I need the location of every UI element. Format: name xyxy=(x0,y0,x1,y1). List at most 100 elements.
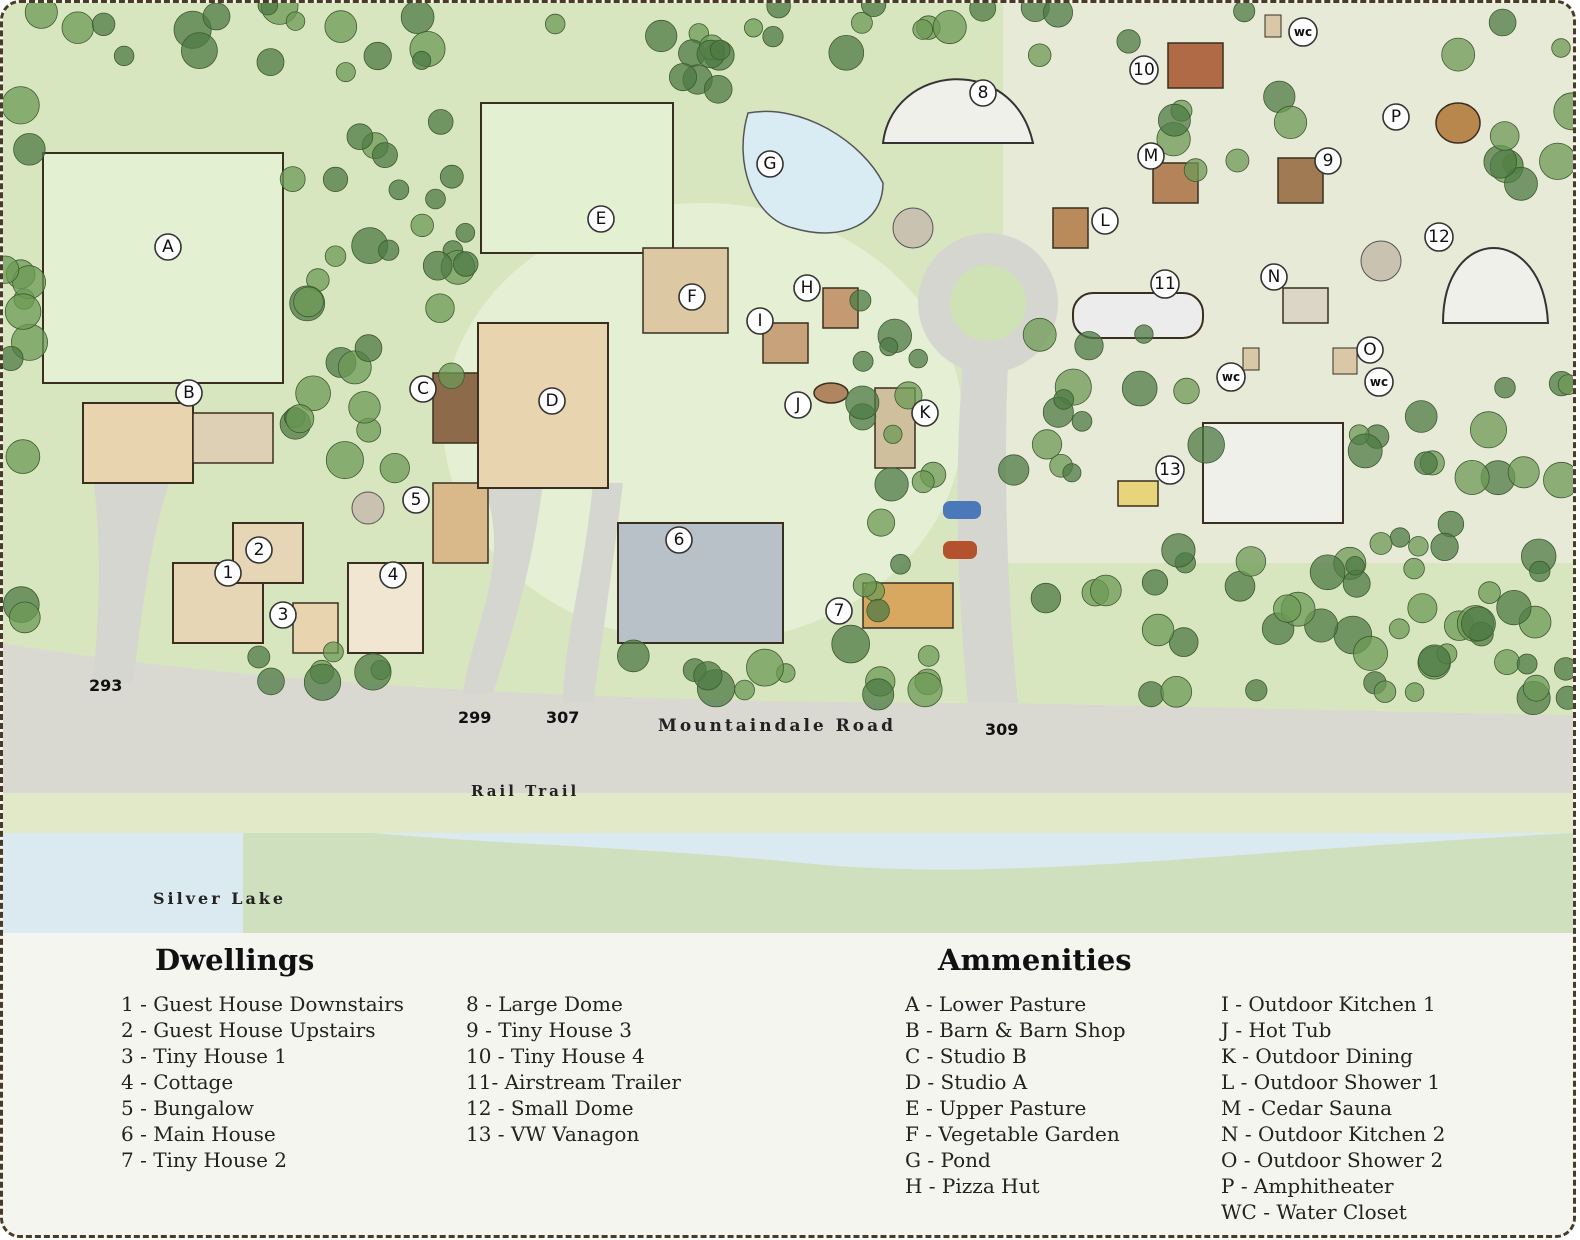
marker-h[interactable]: H xyxy=(793,274,821,302)
marker-8[interactable]: 8 xyxy=(969,79,997,107)
tree xyxy=(354,653,392,691)
marker-6[interactable]: 6 xyxy=(665,526,693,554)
marker-5[interactable]: 5 xyxy=(402,486,430,514)
tree xyxy=(1554,657,1573,681)
marker-12-label: 12 xyxy=(1428,227,1450,247)
marker-e-label: E xyxy=(596,209,607,229)
tree xyxy=(13,133,46,166)
marker-c[interactable]: C xyxy=(409,375,437,403)
tree xyxy=(295,375,331,412)
small-dome xyxy=(1441,247,1550,324)
tree xyxy=(998,454,1030,486)
marker-i-label: I xyxy=(757,311,762,331)
marker-10[interactable]: 10 xyxy=(1129,55,1159,85)
lake-marsh xyxy=(243,818,1573,933)
marker-k[interactable]: K xyxy=(911,399,939,427)
tree xyxy=(4,293,42,330)
tree xyxy=(866,598,890,623)
lower-pasture xyxy=(42,152,284,384)
marker-11[interactable]: 11 xyxy=(1150,269,1180,299)
tree xyxy=(1529,560,1551,583)
marker-i[interactable]: I xyxy=(746,307,774,335)
tree xyxy=(256,48,285,76)
marker-wc-west[interactable]: wc xyxy=(1216,362,1246,392)
marker-12[interactable]: 12 xyxy=(1424,222,1454,252)
marker-wc-north-label: wc xyxy=(1294,25,1312,39)
marker-d[interactable]: D xyxy=(538,387,566,415)
tree xyxy=(1309,554,1346,591)
tree xyxy=(202,3,231,31)
marker-p[interactable]: P xyxy=(1382,103,1410,131)
dwellings-heading: Dwellings xyxy=(155,943,315,977)
tree xyxy=(1347,433,1383,469)
outdoor-shower-2 xyxy=(1332,347,1358,375)
tree xyxy=(91,12,116,36)
blue-car xyxy=(943,501,981,519)
legend-item: N - Outdoor Kitchen 2 xyxy=(1221,1122,1446,1146)
marker-n[interactable]: N xyxy=(1260,263,1288,291)
tree xyxy=(851,11,873,34)
tree xyxy=(1121,370,1158,407)
large-shed xyxy=(1202,422,1344,524)
marker-2[interactable]: 2 xyxy=(245,536,273,564)
tree xyxy=(322,166,349,192)
marker-b[interactable]: B xyxy=(175,379,203,407)
tree xyxy=(907,672,943,708)
tree xyxy=(1494,377,1516,399)
marker-a[interactable]: A xyxy=(154,233,182,261)
marker-m[interactable]: M xyxy=(1137,142,1165,170)
marker-4[interactable]: 4 xyxy=(379,561,407,589)
tree xyxy=(1494,649,1520,675)
marker-wc-east-label: wc xyxy=(1370,375,1388,389)
tree xyxy=(1225,148,1250,173)
tree xyxy=(388,179,410,201)
tree xyxy=(645,19,678,53)
marker-o[interactable]: O xyxy=(1356,336,1384,364)
marker-l[interactable]: L xyxy=(1091,207,1119,235)
marker-3[interactable]: 3 xyxy=(269,601,297,629)
fire-pit-central xyxy=(892,207,934,249)
address-309: 309 xyxy=(985,720,1018,739)
tree xyxy=(1404,400,1438,433)
legend-item: 12 - Small Dome xyxy=(466,1096,634,1120)
tree xyxy=(303,663,342,701)
tree xyxy=(849,289,872,312)
marker-9[interactable]: 9 xyxy=(1314,147,1342,175)
tree xyxy=(257,667,285,696)
legend-item: J - Hot Tub xyxy=(1221,1018,1332,1042)
marker-j-label: J xyxy=(794,395,800,415)
rail-trail xyxy=(3,793,1573,833)
marker-wc-east[interactable]: wc xyxy=(1364,367,1394,397)
tree xyxy=(746,648,784,687)
marker-j[interactable]: J xyxy=(784,391,812,419)
tree xyxy=(354,334,383,362)
marker-wc-north[interactable]: wc xyxy=(1288,17,1318,47)
tree xyxy=(766,3,791,19)
marker-f[interactable]: F xyxy=(678,283,706,311)
legend-item: 7 - Tiny House 2 xyxy=(121,1148,288,1172)
mountaindale-road xyxy=(3,643,1573,793)
tree xyxy=(1173,377,1200,405)
tree xyxy=(335,62,356,83)
tree xyxy=(180,32,218,69)
marker-1[interactable]: 1 xyxy=(214,559,242,587)
marker-d-label: D xyxy=(545,391,558,411)
tree xyxy=(1483,145,1518,179)
marker-l-label: L xyxy=(1100,211,1110,231)
dwellings-list-2: 8 - Large Dome 9 - Tiny House 3 10 - Tin… xyxy=(466,991,681,1147)
tree xyxy=(894,381,923,410)
marker-1-label: 1 xyxy=(223,563,234,583)
legend-item: D - Studio A xyxy=(905,1070,1028,1094)
legend-item: 1 - Guest House Downstairs xyxy=(121,992,404,1016)
marker-e[interactable]: E xyxy=(587,205,615,233)
marker-7[interactable]: 7 xyxy=(825,597,853,625)
upper-pasture xyxy=(480,102,674,254)
marker-13[interactable]: 13 xyxy=(1155,455,1185,485)
roundabout-island xyxy=(950,265,1026,341)
tree xyxy=(285,404,315,434)
tree xyxy=(348,391,381,424)
main-house xyxy=(617,522,784,644)
marker-g[interactable]: G xyxy=(756,150,784,178)
tree xyxy=(693,661,723,691)
tree xyxy=(1522,674,1550,702)
